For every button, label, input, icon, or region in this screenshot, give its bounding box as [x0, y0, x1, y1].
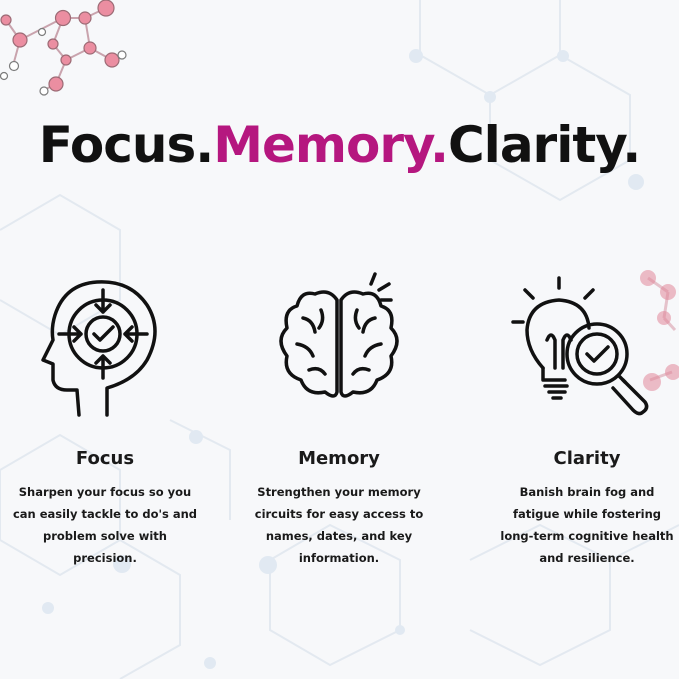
brain-icon — [279, 272, 399, 398]
headline-clarity: Clarity. — [447, 116, 641, 174]
feature-title: Memory — [298, 448, 380, 469]
page-title: Focus.Memory.Clarity. — [0, 108, 679, 182]
feature-title: Focus — [75, 448, 135, 469]
feature-memory: Memory Strengthen your memory circuits f… — [226, 270, 452, 569]
feature-clarity: Clarity Banish brain fog and fatigue whi… — [474, 270, 679, 569]
feature-description: Sharpen your focus so you can easily tac… — [12, 485, 198, 565]
feature-description: Banish brain fog and fatigue while foste… — [500, 485, 674, 565]
lightbulb-magnifier-icon — [511, 276, 649, 416]
feature-title: Clarity — [553, 448, 621, 469]
feature-focus: Focus Sharpen your focus so you can easi… — [0, 270, 218, 569]
feature-description: Strengthen your memory circuits for easy… — [254, 485, 424, 565]
head-focus-icon — [41, 280, 157, 417]
headline-memory: Memory. — [213, 116, 449, 174]
headline-focus: Focus. — [38, 116, 214, 174]
